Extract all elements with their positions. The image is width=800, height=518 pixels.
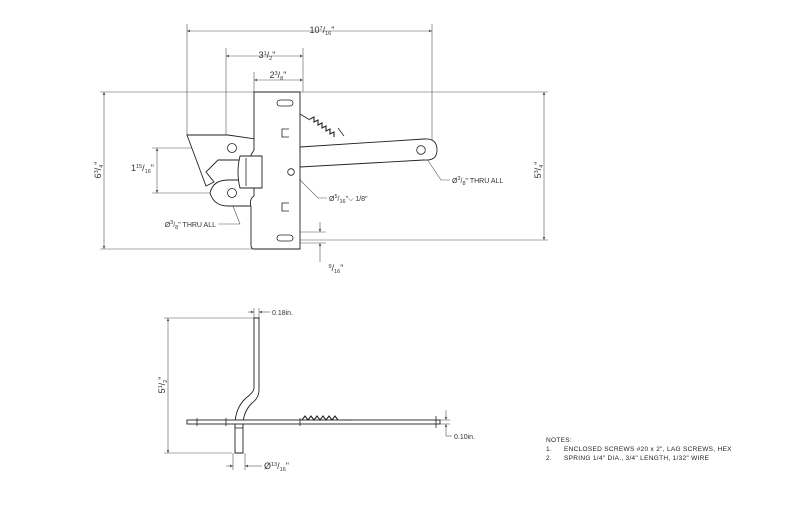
top-view: 107/16" 31/2" 23/8" 63/4" 115/16" 53/4" … xyxy=(93,24,548,275)
side-plate xyxy=(234,317,260,454)
bend-diameter-label: Ø13/16" xyxy=(264,461,289,473)
latch-notch-upper xyxy=(281,128,289,138)
side-view: 0.18in. 0.10in. 51/2" Ø13/16" xyxy=(157,308,475,473)
upper-hinge-bracket xyxy=(186,134,263,187)
note-1-text: ENCLOSED SCREWS #20 x 2", LAG SCREWS, HE… xyxy=(564,446,732,453)
notes-title: NOTES: xyxy=(546,437,572,444)
note-2-number: 2. xyxy=(546,455,552,462)
notes-block: NOTES: 1. ENCLOSED SCREWS #20 x 2", LAG … xyxy=(546,437,732,462)
overall-width-label: 107/16" xyxy=(310,25,335,37)
hole-left-label: Ø3/8" THRU ALL xyxy=(165,220,216,231)
hole-right-label: Ø3/8" THRU ALL xyxy=(452,176,503,187)
hinge-knuckle xyxy=(237,155,263,189)
side-spring xyxy=(301,415,339,421)
arm-height-label: 53/4" xyxy=(533,162,545,179)
overall-height-label: 63/4" xyxy=(93,162,105,179)
plate-width-label: 31/2" xyxy=(259,50,276,62)
hole-center-leader xyxy=(297,177,327,199)
upper-hinge-hole xyxy=(227,143,237,153)
inner-width-label: 23/8" xyxy=(270,70,287,82)
latch-notch-lower xyxy=(281,202,289,212)
note-2-text: SPRING 1/4" DIA., 3/4" LENGTH, 1/32" WIR… xyxy=(564,455,710,462)
center-hole xyxy=(287,168,295,176)
side-height-label: 51/2" xyxy=(157,377,169,394)
hinge-height-label: 115/16" xyxy=(131,163,154,175)
arm-pivot-hole xyxy=(416,145,426,155)
lower-hinge-hole xyxy=(227,188,237,198)
thickness-top-label: 0.18in. xyxy=(272,310,293,317)
spring xyxy=(299,113,345,137)
latch-arm xyxy=(299,138,438,168)
side-arm xyxy=(186,419,441,425)
note-1-number: 1. xyxy=(546,446,552,453)
hole-center-label: Ø5/16"⌵ 1/8" xyxy=(329,194,368,205)
thickness-arm-label: 0.10in. xyxy=(454,434,475,441)
slot-offset-label: 9/16" xyxy=(329,263,344,275)
top-slot xyxy=(276,99,294,107)
bottom-slot xyxy=(276,234,294,242)
